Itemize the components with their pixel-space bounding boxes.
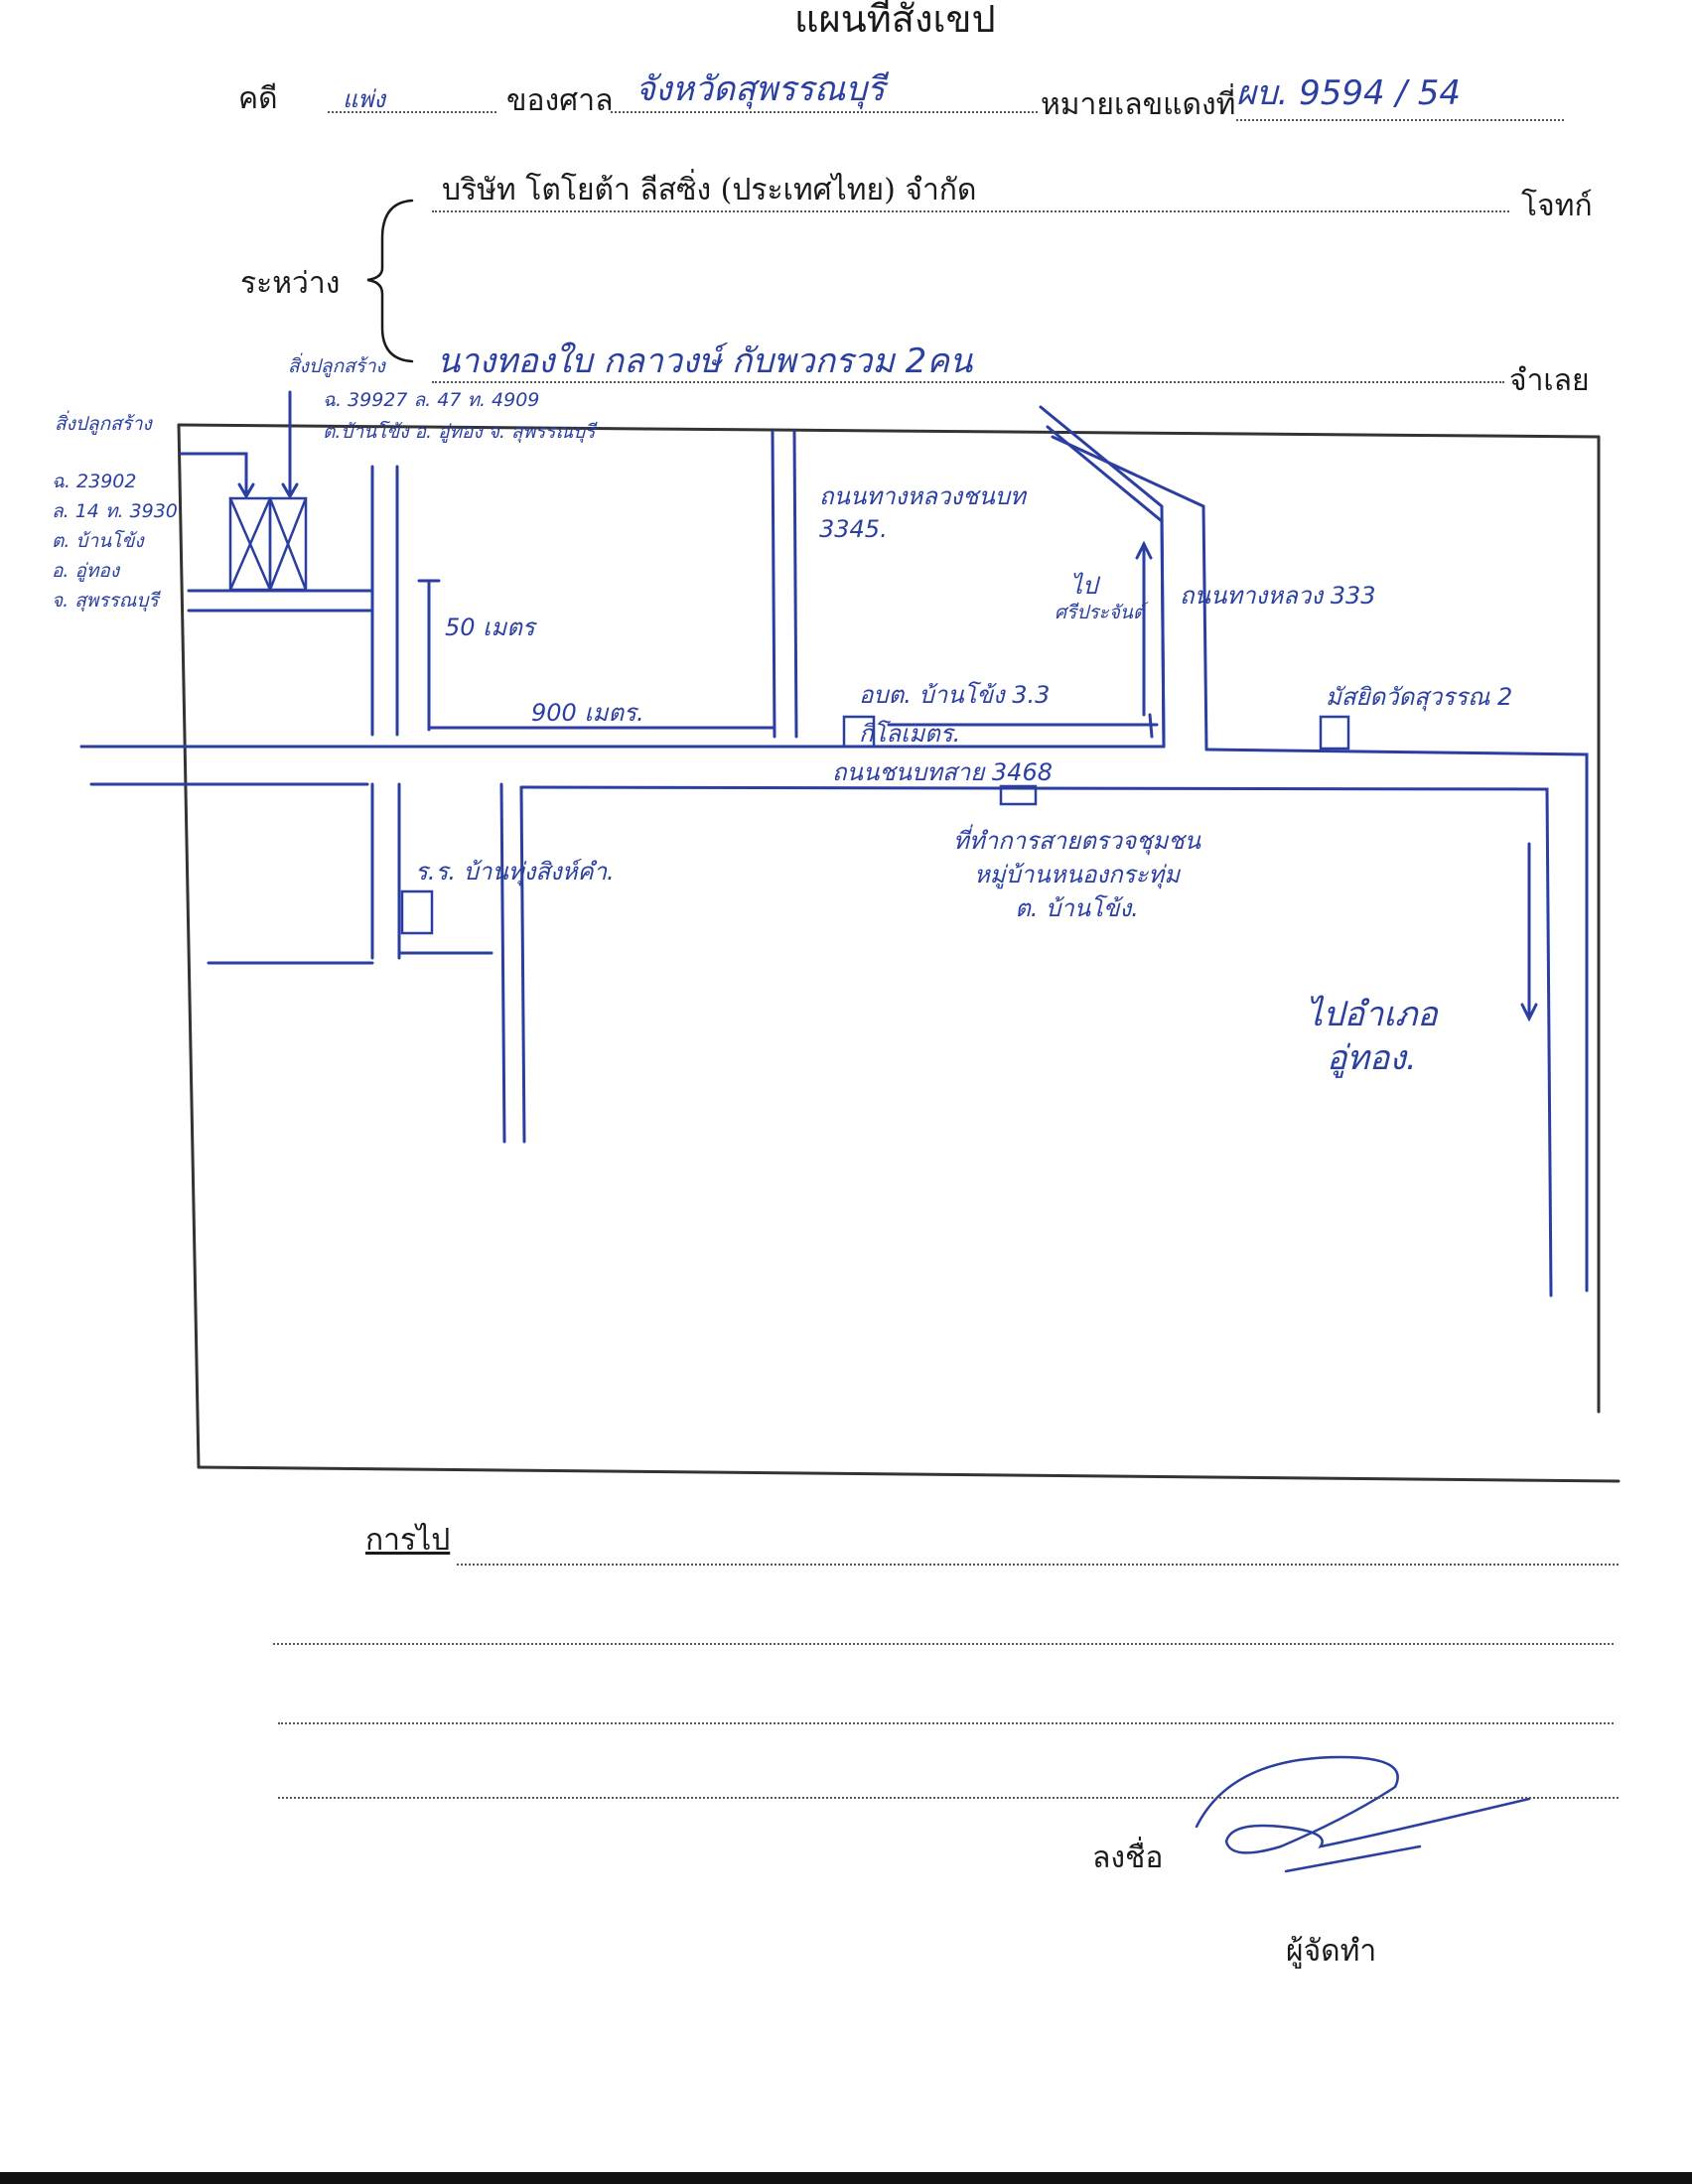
case-type-line [328, 111, 496, 113]
route-line-2 [273, 1643, 1614, 1645]
court-name: จังหวัดสุพรรณบุรี [635, 69, 886, 109]
property2-label: สิ่งปลูกสร้าง [55, 413, 152, 435]
plaintiff-label: โจทก์ [1521, 189, 1593, 223]
property1-label: สิ่งปลูกสร้าง [288, 355, 385, 377]
community-office-label: ที่ทำการสายตรวจชุมชน หมู่บ้านหนองกระทุ่ม… [953, 824, 1200, 925]
distance-50m: 50 เมตร [445, 614, 535, 641]
route-line-3 [278, 1722, 1614, 1724]
red-number-line [1236, 119, 1564, 121]
defendant-line [432, 381, 1504, 383]
to-direction: ไป [1070, 572, 1098, 600]
scan-edge [0, 2172, 1692, 2184]
defendant-label: จำเลย [1509, 363, 1590, 398]
property2-line: อ. อู่ทอง [52, 560, 120, 582]
plaintiff-name: บริษัท โตโยต้า ลีสซิ่ง (ประเทศไทย) จำกัด [442, 173, 977, 207]
plaintiff-line [432, 210, 1509, 212]
to-uthong-line: ไปอำเภอ [1306, 995, 1438, 1034]
case-type: แพ่ง [343, 85, 386, 113]
landmark-squares [400, 715, 1350, 935]
between-label: ระหว่าง [240, 266, 341, 301]
between-brace [366, 199, 414, 363]
property2-line: ล. 14 ท. 3930 [52, 500, 178, 522]
property1-location: ต.บ้านโข้ง อ. อู่ทอง จ. สุพรรณบุรี [323, 421, 596, 443]
preparer-label: ผู้จัดทำ [1286, 1934, 1377, 1969]
red-number-label: หมายเลขแดงที่ [1041, 87, 1236, 122]
to-uthong-line: อู่ทอง. [1326, 1038, 1417, 1078]
distance-900m: 900 เมตร. [531, 699, 644, 727]
property1-deed: ฉ. 39927 ล. 47 ท. 4909 [323, 389, 540, 411]
route-line-4 [278, 1797, 1619, 1799]
community-office-line: ที่ทำการสายตรวจชุมชน [953, 827, 1201, 855]
red-number: ผบ. 9594 / 54 [1236, 73, 1461, 113]
community-office-line: ต. บ้านโข้ง. [1015, 894, 1139, 922]
court-label: ของศาล [506, 83, 614, 118]
document-title: แผนที่สังเขป [794, 0, 996, 41]
school-label: ร.ร. บ้านทุ่งสิงห์คำ. [415, 858, 615, 886]
property2-line: จ. สุพรรณบุรี [52, 590, 159, 612]
map-roads [79, 390, 1589, 1297]
to-uthong-label: ไปอำเภอ อู่ทอง. [1306, 993, 1438, 1080]
route-line-1 [457, 1564, 1619, 1566]
community-office-line: หมู่บ้านหนองกระทุ่ม [973, 861, 1181, 888]
sub-district-office-label: อบต. บ้านโข้ง 3.3 กิโลเมตร. [859, 681, 1051, 748]
property2-details: ฉ. 23902 ล. 14 ท. 3930 ต. บ้านโข้ง อ. อู… [52, 467, 178, 615]
court-name-line [611, 111, 1038, 113]
property2-line: ฉ. 23902 [52, 471, 137, 492]
sign-label: ลงชื่อ [1092, 1841, 1164, 1875]
defendant-name: นางทองใบ กลาวงษ์ กับพวกรวม 2คน [437, 341, 973, 381]
to-place: ศรีประจันต์ [1055, 602, 1146, 623]
map-frame [177, 423, 1621, 1483]
signature [1195, 1755, 1531, 1873]
route-label: การไป [365, 1523, 451, 1558]
road-3345-label: ถนนทางหลวงชนบท 3345. [819, 482, 1026, 543]
property2-line: ต. บ้านโข้ง [52, 530, 144, 552]
case-label: คดี [238, 81, 278, 116]
temple-label: มัสยิดวัดสุวรรณ 2 [1326, 683, 1513, 711]
road-3468-label: ถนนชนบทสาย 3468 [832, 758, 1053, 786]
property-plots [228, 496, 308, 592]
road-333-label: ถนนทางหลวง 333 [1180, 582, 1376, 610]
